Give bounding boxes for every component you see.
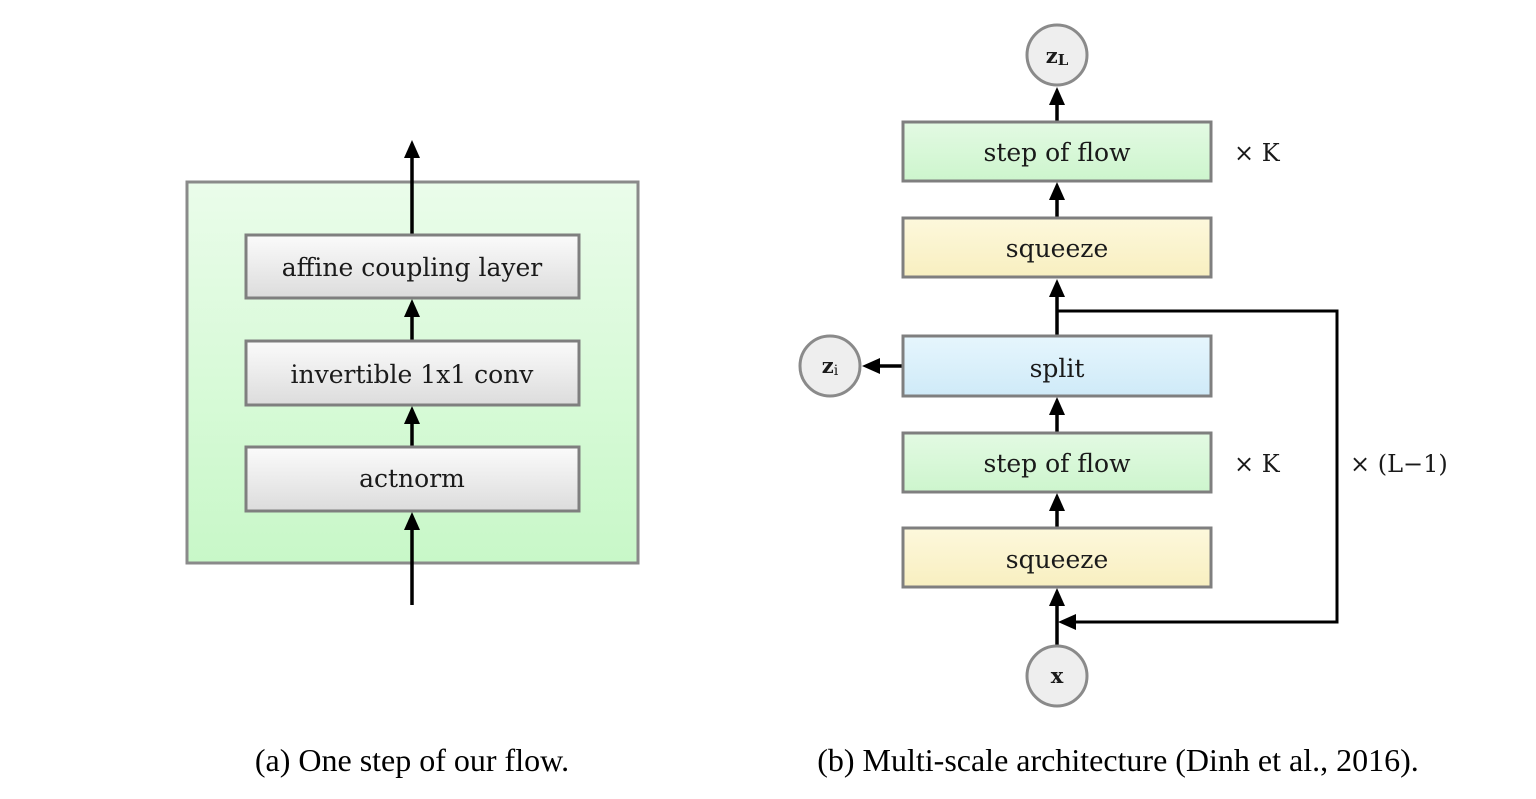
arrowhead-split-to-zi bbox=[862, 358, 880, 374]
step-of-flow-bottom-label: step of flow bbox=[984, 449, 1132, 478]
arrowhead-x-to-squeeze bbox=[1049, 588, 1065, 606]
arrowhead-actnorm-to-conv bbox=[404, 406, 420, 424]
caption-b: (b) Multi-scale architecture (Dinh et al… bbox=[817, 742, 1419, 778]
squeeze-top-box bbox=[901, 216, 1213, 279]
panel-b: step of flow squeeze split step of flow … bbox=[798, 23, 1448, 778]
arrowhead-split-to-squeeze bbox=[1049, 279, 1065, 297]
x-node bbox=[1025, 644, 1089, 708]
arrowhead-output bbox=[404, 140, 420, 158]
zi-node bbox=[798, 334, 862, 398]
actnorm-label: actnorm bbox=[359, 464, 465, 493]
repeat-k-bottom: × K bbox=[1234, 450, 1281, 478]
affine-coupling-layer-label: affine coupling layer bbox=[282, 253, 543, 282]
repeat-outer: × (L−1) bbox=[1350, 450, 1448, 478]
step-of-flow-top-box bbox=[901, 120, 1213, 183]
split-box bbox=[901, 334, 1213, 398]
step-of-flow-bottom-box bbox=[901, 431, 1213, 494]
arrowhead-input bbox=[404, 512, 420, 530]
repeat-k-top: × K bbox=[1234, 139, 1281, 167]
x-node-label: x bbox=[1051, 663, 1064, 688]
zi-node-label: zi bbox=[822, 353, 839, 379]
arrowhead-conv-to-coupling bbox=[404, 299, 420, 317]
affine-coupling-layer-box bbox=[244, 233, 581, 300]
panel-a: affine coupling layer invertible 1x1 con… bbox=[185, 140, 640, 778]
arrowhead-squeeze-to-step-top bbox=[1049, 182, 1065, 200]
squeeze-bottom-box bbox=[901, 526, 1213, 589]
zl-node bbox=[1025, 23, 1089, 87]
invertible-conv-box bbox=[244, 339, 581, 407]
invertible-conv-label: invertible 1x1 conv bbox=[291, 360, 535, 389]
squeeze-top-label: squeeze bbox=[1006, 234, 1109, 263]
caption-a: (a) One step of our flow. bbox=[255, 742, 569, 778]
zl-node-label: zL bbox=[1046, 43, 1069, 69]
split-label: split bbox=[1030, 354, 1085, 383]
loop-connector bbox=[1057, 309, 1339, 624]
arrowhead-step-to-zl bbox=[1049, 87, 1065, 105]
arrowhead-step-to-split bbox=[1049, 397, 1065, 415]
loop-arrowhead bbox=[1058, 614, 1076, 630]
step-of-flow-top-label: step of flow bbox=[984, 138, 1132, 167]
actnorm-box bbox=[244, 445, 581, 513]
squeeze-bottom-label: squeeze bbox=[1006, 545, 1109, 574]
arrowhead-squeeze-to-step bbox=[1049, 493, 1065, 511]
